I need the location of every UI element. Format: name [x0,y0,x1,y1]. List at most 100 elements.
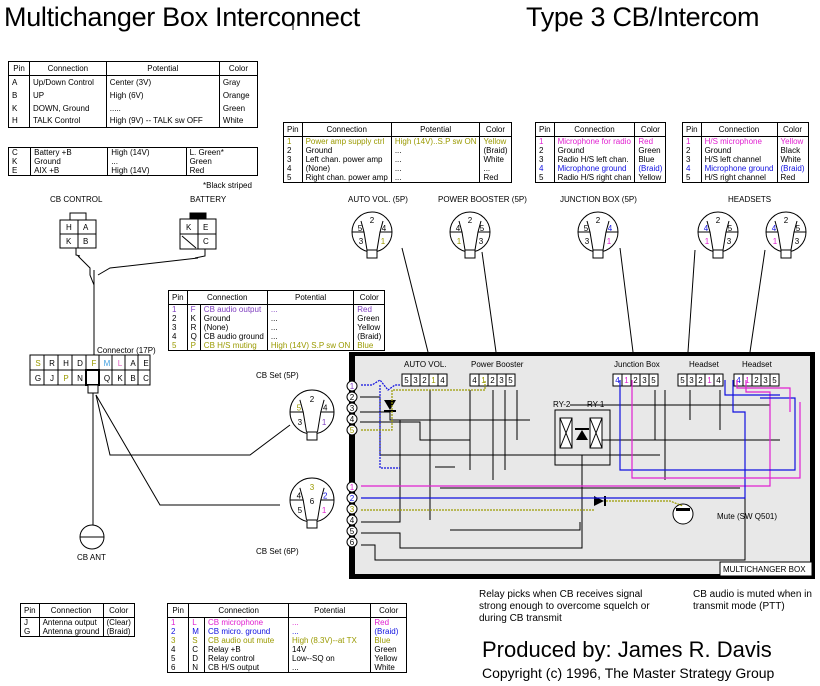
table-cell: CB audio ground [199,332,268,341]
table-cell: (Clear) [102,617,135,627]
terminal-number: 5 [680,376,685,385]
table-header: Connection [700,122,777,137]
auto-vol-terminal [437,373,448,387]
table-cell: (Braid) [479,146,511,155]
table-header: Color [353,290,385,305]
box-pin-number: 5 [350,527,355,536]
table-cell: Green [634,146,666,155]
table-cell: R [186,323,201,332]
table-cell: (Braid) [370,627,407,636]
connector-17p-pin: H [63,359,69,368]
table-cell: S [188,636,205,645]
table-cell: C [12,148,18,157]
connector-pin-number: 1 [381,237,386,246]
table-cell: A [12,77,18,87]
table-cell: CB H/S output [203,663,289,673]
table-cell: 6 [171,663,176,672]
box-power-booster-label: Power Booster [471,360,524,369]
table-cell: Low--SQ on [288,654,371,663]
table-cell: M [188,627,205,636]
table-cell: 14V [288,645,371,654]
table-header: Pin [283,122,303,137]
box-cb6-pin [346,503,358,515]
table-cell: White [370,663,407,673]
connector-17p-pin: N [77,374,83,383]
table-cell: Right chan. power amp [301,173,392,183]
connector-pin-number: 5 [480,224,485,233]
table-cell: Ground [301,146,392,155]
table-header: Color [218,61,258,76]
terminal-number: 1 [481,376,486,385]
table-cell: Radio H/S left chan. [553,155,635,164]
table-cell: (None) [301,164,392,173]
box-cb6-pin [346,536,358,548]
table-cell: UP [28,88,107,102]
table-header: Potential [266,290,354,305]
table-cell: F [186,304,201,314]
cb-control-pin: H [66,223,72,232]
table-cell: ... [266,332,354,341]
table-header: Connection [186,290,268,305]
terminal-number: 5 [508,376,513,385]
connector-17p-pin: K [117,374,123,383]
battery-pin: K [186,223,192,232]
table-cell: 1 [539,137,544,146]
terminal-number: 3 [763,376,768,385]
table-header: Potential [288,603,371,618]
connector-pin-number: 3 [727,237,732,246]
connector-pin-number: 3 [298,418,303,427]
headsets-label: HEADSETS [728,195,772,204]
connector-pin-number: 3 [479,237,484,246]
page-subtitle: Type 3 CB/Intercom [526,2,760,32]
table-cell: G [24,627,31,636]
connector-17p-pin: J [50,374,54,383]
box-cb5-pin [346,413,358,425]
terminal-number: 3 [689,376,694,385]
table-cell: ... [288,627,371,636]
battery-connector [179,212,217,259]
table-cell: Relay control [203,654,289,663]
table-cell: (Braid) [776,164,809,173]
table-cell: 5 [287,173,292,182]
connector-pin-number: 5 [298,506,303,515]
table-cell: Center (3V) [105,75,220,89]
table-cell: 1 [171,618,176,627]
connector-17p-pin: E [143,359,149,368]
table-cell: H/S right channel [700,173,777,183]
table-cell: High (14V) [107,147,187,157]
table-header: Connection [301,122,392,137]
table-cell: 2 [539,146,544,155]
table-cell: H/S microphone [700,136,777,146]
connector-pin-number: 1 [322,418,327,427]
box-pin-number: 3 [350,404,355,413]
table-cell: K [12,157,18,166]
connector-17p-pin: D [77,359,83,368]
table-cell: Left chan. power amp [301,155,392,164]
table-header: Color [370,603,407,618]
cb-control-label: CB CONTROL [50,195,103,204]
terminal-number: 3 [642,376,647,385]
table-cell: 5 [686,173,691,182]
table-header: Pin [167,603,189,618]
terminal-number: 2 [633,376,638,385]
terminal-number: 2 [490,376,495,385]
connector-pin-number: 5 [584,224,589,233]
connector-pin-number: 4 [297,492,302,501]
box-cb5-pin [346,391,358,403]
table-cell: 5 [539,173,544,182]
table-cell: ... [288,617,371,627]
table-cell: Ground [553,146,635,155]
table-cell: 1 [686,137,691,146]
table-cell: High (14V) [107,166,187,176]
table-cell: 4 [171,645,176,654]
table-header: Color [776,122,809,137]
battery-pin: E [203,223,209,232]
